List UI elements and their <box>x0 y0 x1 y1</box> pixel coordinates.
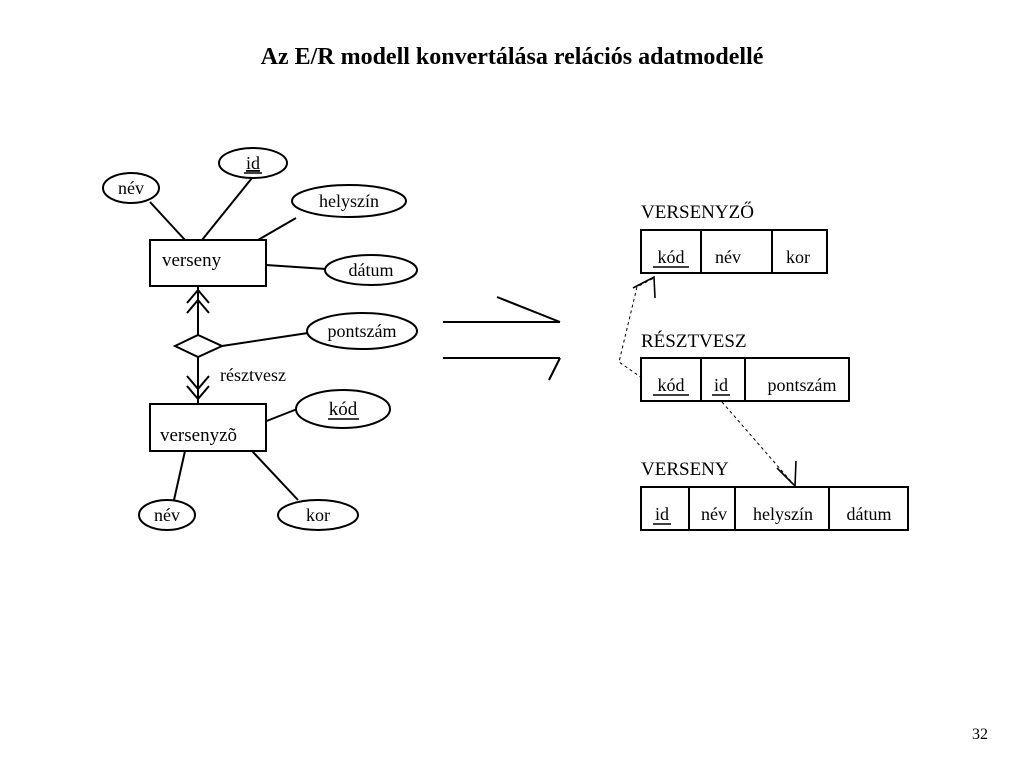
er-connector-lines <box>149 177 327 501</box>
entity-verseny-label: verseny <box>162 250 222 271</box>
table-verseny-col-id: id <box>655 504 669 524</box>
svg-text:név: név <box>118 178 144 198</box>
svg-text:kód: kód <box>329 399 358 420</box>
attribute-verseny-datum: dátum <box>324 254 418 286</box>
table-versenyzo-col-kod: kód <box>658 247 685 267</box>
table-resztvesz-col-id: id <box>714 375 728 395</box>
foreign-key-id-reference <box>721 401 797 488</box>
entity-versenyzo: versenyzõ <box>149 403 267 452</box>
page-number: 32 <box>972 726 988 743</box>
relational-model: VERSENYZŐ kód név kor RÉSZTVESZ kód id p… <box>618 201 909 531</box>
attribute-resztvesz-pontszam: pontszám <box>306 312 418 350</box>
svg-text:helyszín: helyszín <box>319 191 379 211</box>
table-resztvesz-col-pontszam: pontszám <box>768 375 837 395</box>
entity-versenyzo-label: versenyzõ <box>160 425 237 446</box>
table-versenyzo-col-kor: kor <box>786 247 810 267</box>
er-diagram: verseny versenyzõ résztvesz név id helys… <box>102 147 418 531</box>
svg-text:név: név <box>154 505 180 525</box>
table-verseny: VERSENY id név helyszín dátum <box>640 459 909 531</box>
table-verseny-col-datum: dátum <box>847 504 892 524</box>
attribute-versenyzo-kod: kód <box>295 389 391 429</box>
table-resztvesz: RÉSZTVESZ kód id pontszám <box>640 330 850 402</box>
svg-text:pontszám: pontszám <box>328 321 397 341</box>
attribute-verseny-nev: név <box>102 172 160 204</box>
attribute-versenyzo-kor: kor <box>277 499 359 531</box>
relationship-resztvesz-label: résztvesz <box>220 365 286 385</box>
table-versenyzo-name: VERSENYZŐ <box>641 201 754 223</box>
attribute-verseny-helyszin: helyszín <box>291 184 407 218</box>
table-resztvesz-col-kod: kód <box>658 375 685 395</box>
foreign-key-kod-reference <box>618 275 656 379</box>
svg-text:dátum: dátum <box>349 260 394 280</box>
table-verseny-col-nev: név <box>701 504 727 524</box>
slide-title: Az E/R modell konvertálása relációs adat… <box>260 44 764 70</box>
table-verseny-name: VERSENY <box>641 459 729 480</box>
table-verseny-col-helyszin: helyszín <box>753 504 813 524</box>
entity-verseny: verseny <box>149 239 267 287</box>
table-versenyzo: VERSENYZŐ kód név kor <box>640 201 828 274</box>
conversion-arrow-icon <box>443 296 561 381</box>
attribute-verseny-id: id <box>218 147 288 179</box>
attribute-versenyzo-nev: név <box>138 499 196 531</box>
svg-text:id: id <box>246 153 260 173</box>
relationship-resztvesz: résztvesz <box>172 333 286 385</box>
table-versenyzo-col-nev: név <box>715 247 741 267</box>
table-resztvesz-name: RÉSZTVESZ <box>641 330 747 352</box>
svg-text:kor: kor <box>306 505 330 525</box>
er-cardinality-arrows <box>186 288 210 401</box>
